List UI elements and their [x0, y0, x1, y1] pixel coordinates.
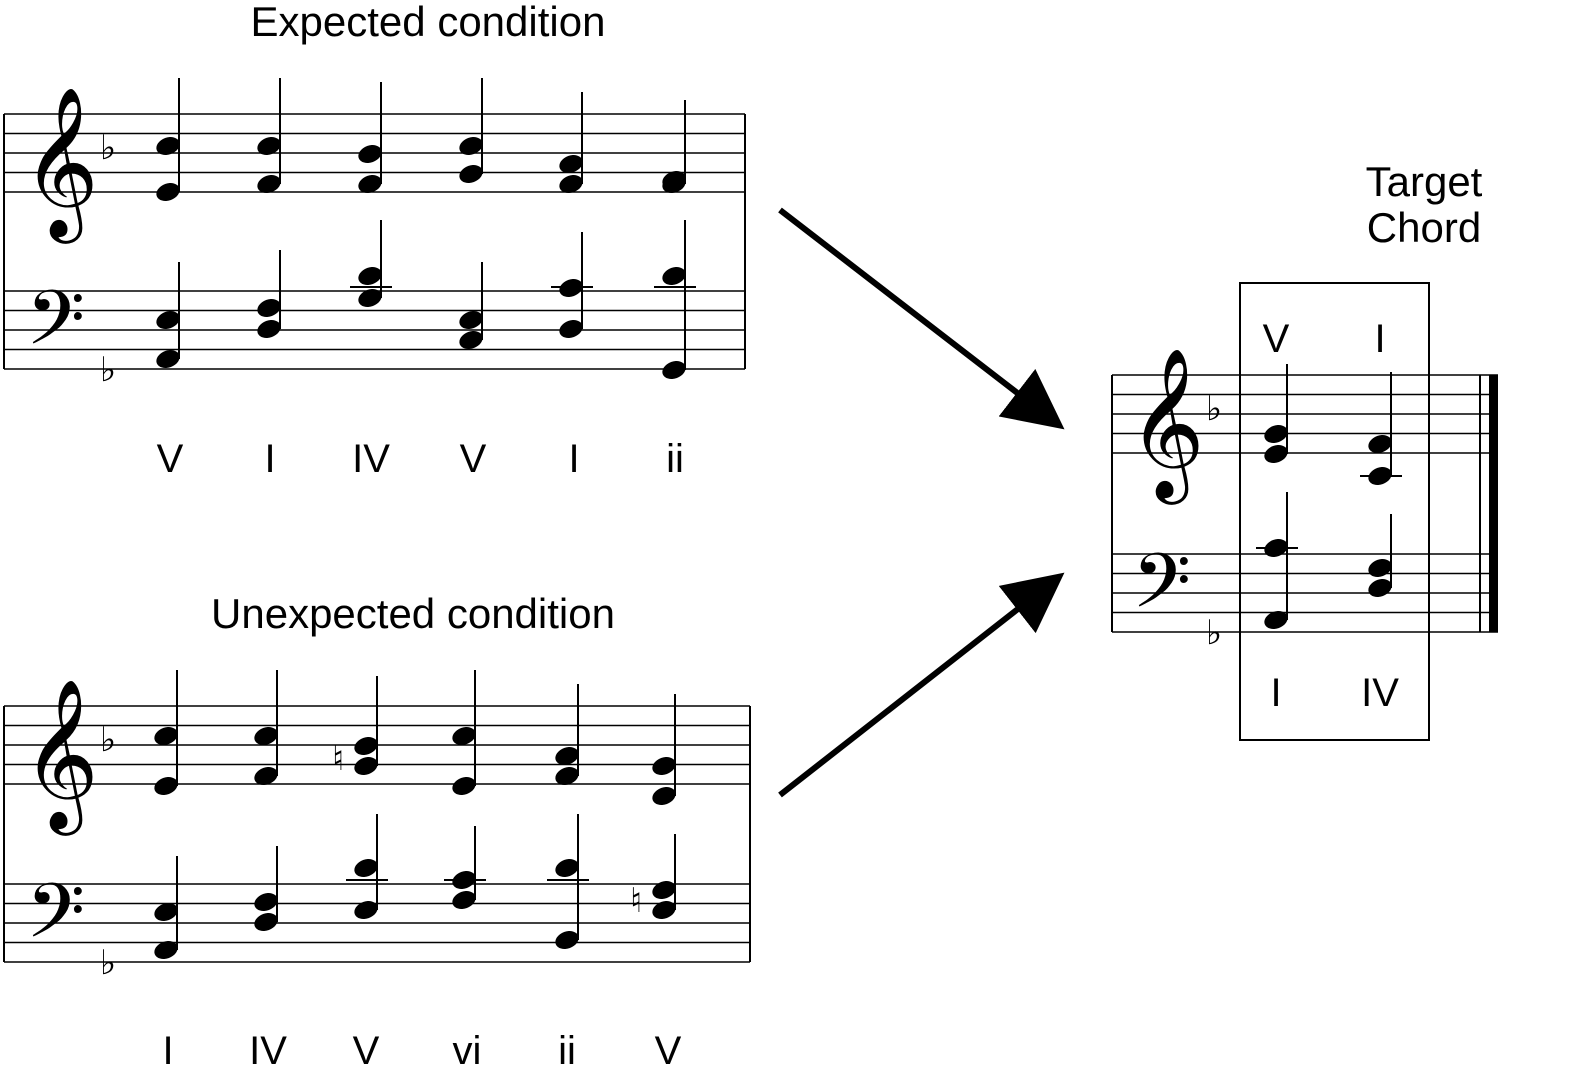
unexpected-bass-chord-notehead [555, 931, 579, 949]
unexpected-treble-clef: 𝄞 [22, 677, 99, 836]
target-treble-chord-notehead [1264, 445, 1288, 463]
unexpected-treble-chord-notehead [652, 757, 676, 775]
unexpected-bass-chord-notehead [154, 941, 178, 959]
target-grand-staff: 𝄞 𝄢 ♭ ♭ [1111, 346, 1498, 653]
expected-treble-chord-notehead [257, 175, 281, 193]
unexpected-grand-staff: 𝄞 𝄢 ♭ ♭ ♮ ♮ [3, 670, 751, 983]
target-treble-chord-notehead [1264, 425, 1288, 443]
unexpected-bass-chord-notehead [154, 903, 178, 921]
unexpected-treble-chord-notehead [452, 727, 476, 745]
target-highlight-box [1239, 282, 1430, 741]
arrow-unexpected-to-target [778, 572, 1065, 798]
unexpected-label-1: I [162, 1029, 173, 1073]
expected-treble-chord-notehead [459, 137, 483, 155]
unexpected-treble-chord-notehead [254, 767, 278, 785]
expected-bass-chord-notehead [156, 311, 180, 329]
expected-treble-clef: 𝄞 [22, 85, 99, 244]
unexpected-treble-chord-notehead [555, 747, 579, 765]
expected-key-flat-bass: ♭ [100, 350, 116, 390]
expected-bass-chord-notehead [257, 320, 281, 338]
target-bottom-label-1: I [1270, 671, 1281, 715]
unexpected-label-6: V [655, 1029, 682, 1073]
unexpected-bass-chord-notehead [652, 901, 676, 919]
expected-label-3: IV [352, 437, 390, 481]
expected-bass-chord-notehead [358, 267, 382, 285]
unexpected-label-5: ii [558, 1029, 576, 1073]
unexpected-treble-chord-notehead [154, 727, 178, 745]
unexpected-treble-chord-notehead [452, 777, 476, 795]
target-treble-clef: 𝄞 [1128, 346, 1205, 505]
unexpected-label-3: V [353, 1029, 380, 1073]
unexpected-key-flat-bass: ♭ [100, 943, 116, 983]
unexpected-bass-chord-notehead [452, 891, 476, 909]
expected-bass-chord-notehead [358, 289, 382, 307]
expected-label-1: V [157, 437, 184, 481]
unexpected-bass-chord-notehead [555, 859, 579, 877]
unexpected-bass-chord-notehead [254, 893, 278, 911]
unexpected-treble-chord-notehead [652, 787, 676, 805]
expected-label-2: I [264, 437, 275, 481]
expected-treble-chord-notehead [156, 183, 180, 201]
unexpected-label-2: IV [249, 1029, 287, 1073]
expected-label-5: I [568, 437, 579, 481]
target-key-flat-bass: ♭ [1206, 613, 1222, 653]
target-title-line2: Chord [1367, 204, 1481, 251]
target-final-barline-thick [1489, 375, 1498, 632]
expected-treble-chord-notehead [257, 137, 281, 155]
expected-treble-chord-notehead [358, 175, 382, 193]
unexpected-treble-chord-notehead [354, 757, 378, 775]
unexpected-treble-chord-notehead [555, 767, 579, 785]
target-top-label-2: I [1374, 317, 1385, 361]
expected-treble-chord-notehead [459, 165, 483, 183]
unexpected-title: Unexpected condition [211, 590, 615, 637]
expected-treble-chord-notehead [358, 145, 382, 163]
expected-label-6: ii [666, 437, 684, 481]
unexpected-bass-chord-notehead [652, 881, 676, 899]
expected-bass-chord-notehead [662, 267, 686, 285]
target-key-flat-treble: ♭ [1206, 389, 1222, 429]
expected-labels: V I IV V I ii [157, 437, 684, 481]
unexpected-bass-chord-notehead [354, 901, 378, 919]
unexpected-bass-chord-notehead [254, 913, 278, 931]
expected-bass-chord-notehead [156, 350, 180, 368]
unexpected-treble-chord-natural-sign: ♮ [332, 739, 344, 779]
expected-key-flat-treble: ♭ [100, 128, 116, 168]
unexpected-bass-clef: 𝄢 [26, 867, 85, 974]
expected-treble-chord-notehead [559, 175, 583, 193]
unexpected-bass-chord-natural-sign: ♮ [630, 881, 642, 921]
unexpected-treble-chord-notehead [254, 727, 278, 745]
expected-title: Expected condition [251, 0, 606, 45]
unexpected-labels: I IV V vi ii V [162, 1029, 681, 1073]
expected-treble-chord-notehead [662, 175, 686, 193]
unexpected-label-4: vi [453, 1029, 482, 1073]
target-bass-chord-notehead [1264, 611, 1288, 629]
unexpected-treble-chord-notehead [154, 777, 178, 795]
expected-bass-chord-notehead [459, 331, 483, 349]
expected-label-4: V [460, 437, 487, 481]
target-bottom-label-2: IV [1361, 671, 1399, 715]
expected-treble-chord-notehead [559, 155, 583, 173]
expected-bass-chord-notehead [559, 320, 583, 338]
arrow-expected-to-target [778, 207, 1065, 430]
expected-bass-clef: 𝄢 [26, 274, 85, 381]
target-bass-clef: 𝄢 [1132, 537, 1191, 644]
expected-bass-chord-notehead [662, 361, 686, 379]
expected-grand-staff: 𝄞 𝄢 ♭ ♭ [3, 78, 746, 390]
target-top-label-1: V [1263, 317, 1290, 361]
target-title-line1: Target [1366, 158, 1483, 205]
target-treble-chord-notehead [1368, 435, 1392, 453]
target-bass-chord-notehead [1368, 579, 1392, 597]
unexpected-treble-chord-notehead [354, 737, 378, 755]
unexpected-key-flat-treble: ♭ [100, 720, 116, 760]
unexpected-bass-chord-notehead [354, 859, 378, 877]
expected-treble-chord-notehead [156, 137, 180, 155]
expected-bass-chord-notehead [459, 311, 483, 329]
expected-bass-chord-notehead [257, 299, 281, 317]
target-bass-chord-notehead [1368, 559, 1392, 577]
